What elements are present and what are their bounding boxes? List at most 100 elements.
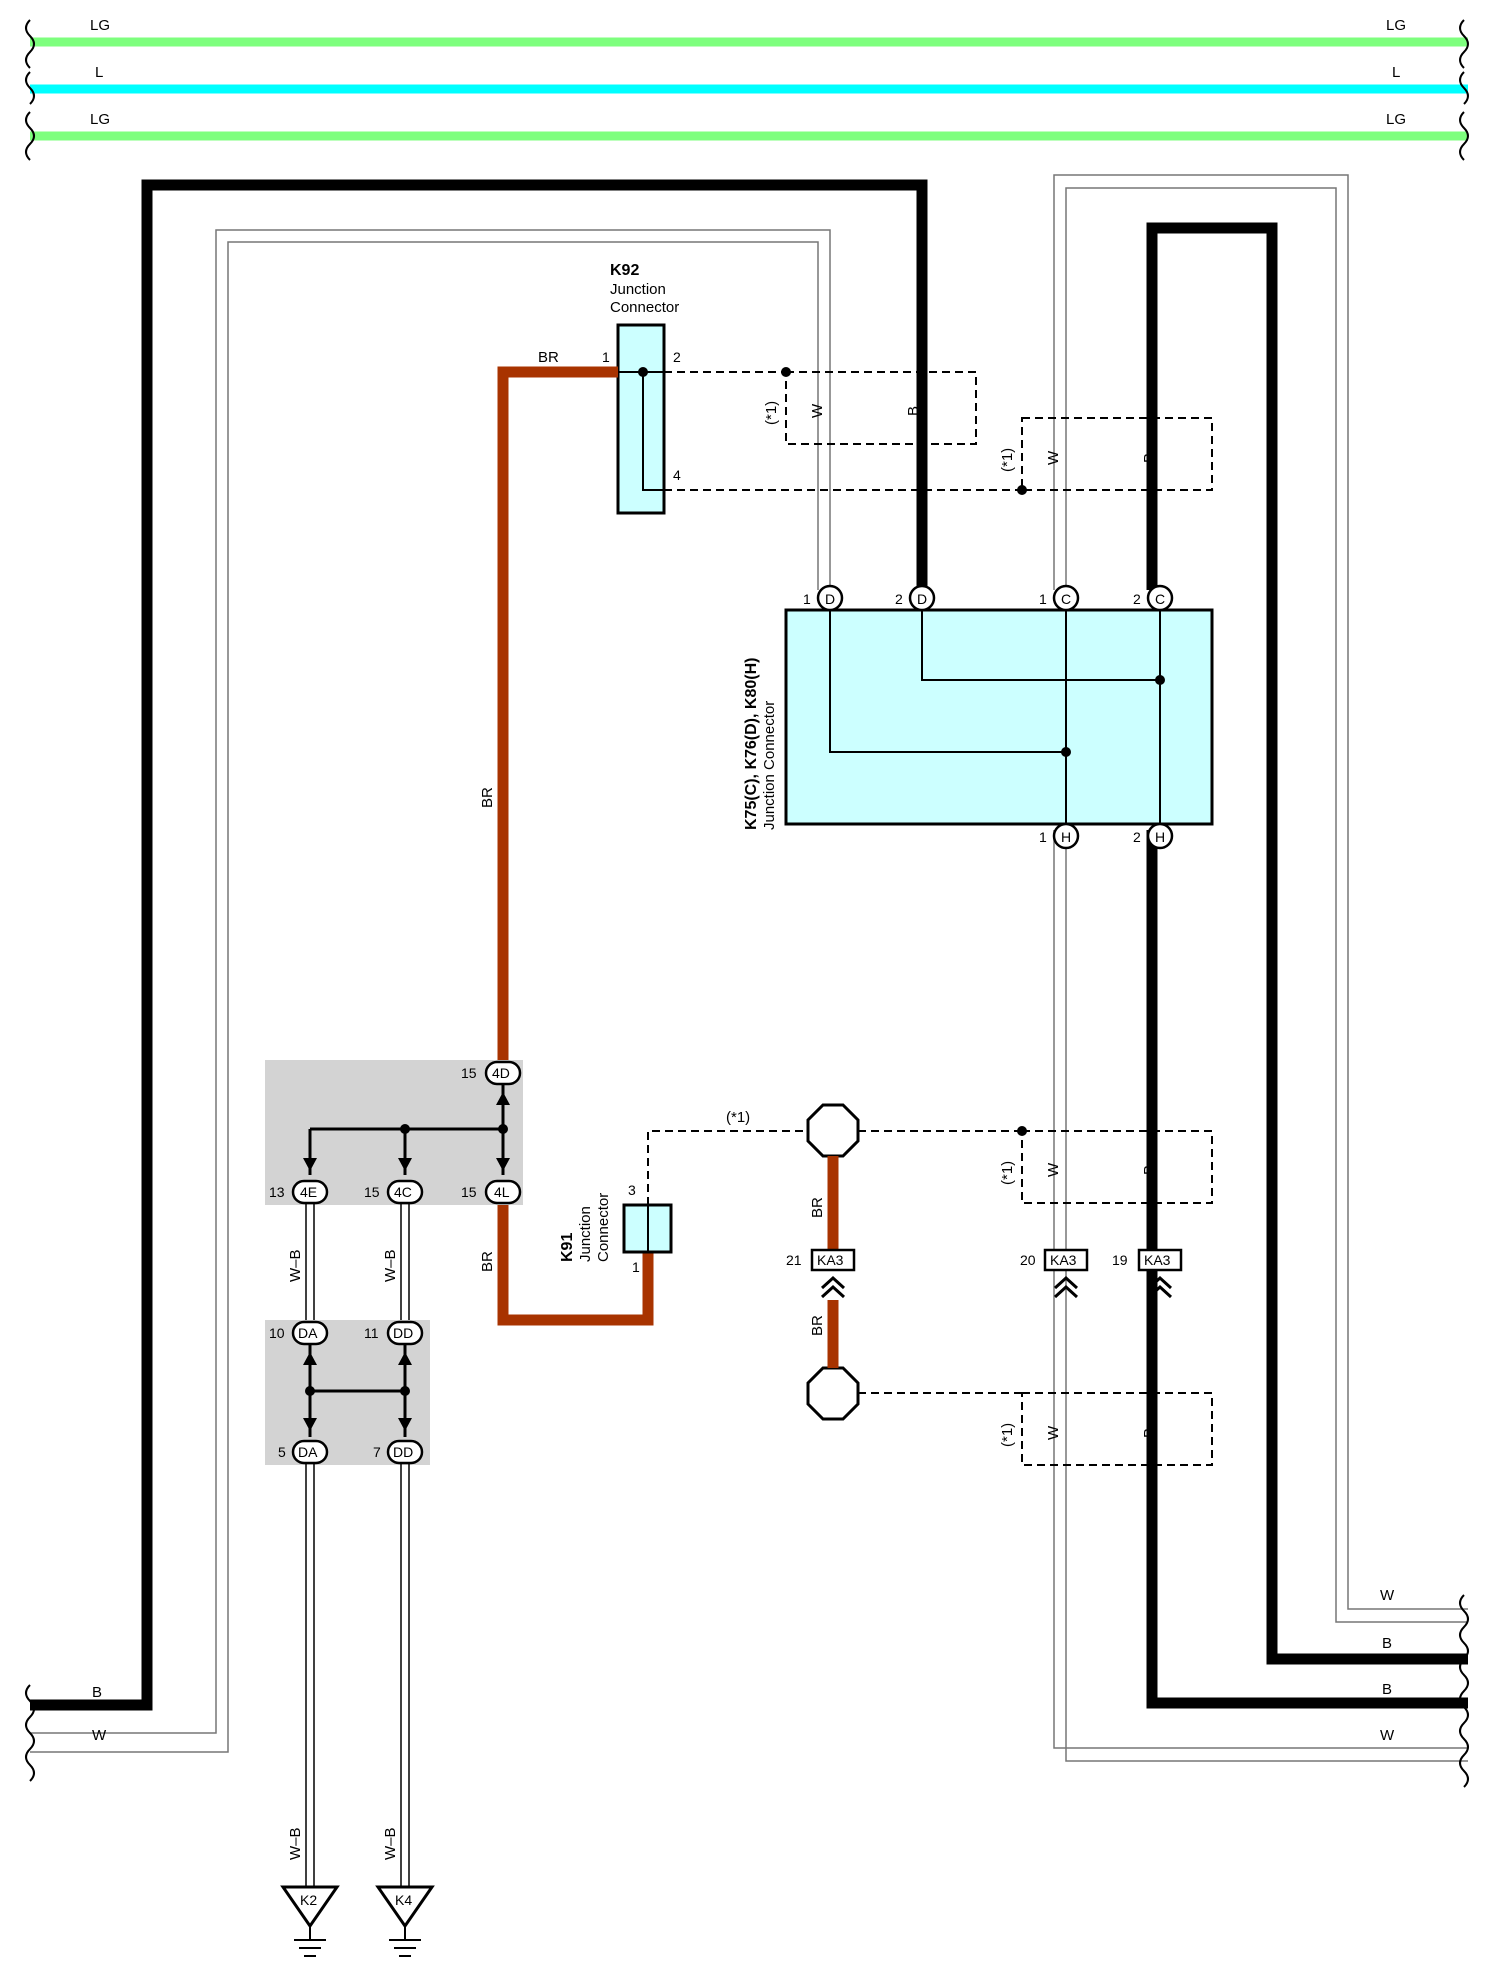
bus-label-right-1: LG — [1386, 17, 1406, 34]
svg-text:4L: 4L — [494, 1184, 510, 1200]
bus-label-right-3: LG — [1386, 111, 1406, 128]
k92-pin1: 1 — [602, 349, 610, 365]
k91-line1: Junction — [577, 1206, 594, 1262]
wb2-label: W–B — [382, 1249, 399, 1282]
k75-line1: Junction Connector — [761, 701, 778, 830]
wb3-label: W–B — [287, 1827, 304, 1860]
bus-label-left-1: LG — [90, 17, 110, 34]
top-bus-group: LG LG L L LG LG — [25, 17, 1469, 161]
shield-lower — [858, 1130, 1213, 1466]
wb1-label: W–B — [287, 1249, 304, 1282]
shield-3-note: (*1) — [999, 1161, 1016, 1185]
svg-text:5: 5 — [278, 1444, 286, 1460]
k75-pin-1D: D 1 — [803, 584, 844, 612]
left-b-wire — [30, 179, 928, 1711]
k75-body — [784, 608, 1214, 826]
shield-1-b: B — [905, 406, 922, 416]
right-b2-label: B — [1382, 1681, 1392, 1698]
svg-text:2: 2 — [1133, 829, 1141, 845]
k91-pin3: 3 — [628, 1182, 636, 1198]
shield-2-note: (*1) — [999, 448, 1016, 472]
svg-text:4D: 4D — [492, 1065, 510, 1081]
svg-text:C: C — [1061, 591, 1071, 607]
bus-label-left-3: LG — [90, 111, 110, 128]
wb-wires-upper — [305, 1203, 410, 1323]
shield-4-note: (*1) — [999, 1423, 1016, 1447]
right-w2-label: W — [1380, 1727, 1395, 1744]
svg-text:21: 21 — [786, 1252, 802, 1268]
wb-wires-lower — [305, 1463, 410, 1887]
left-b-label: B — [92, 1684, 102, 1701]
jb1-pin-4C: 4C 15 — [364, 1179, 424, 1205]
svg-text:H: H — [1155, 829, 1165, 845]
svg-text:2: 2 — [1133, 591, 1141, 607]
br-splice1-label: BR — [809, 1197, 826, 1218]
shield-3-b: B — [1141, 1165, 1158, 1175]
shield-k91-line — [647, 1130, 808, 1205]
ground-k2: K2 — [280, 1885, 340, 1957]
ka3-pin-20: KA3 20 — [1020, 1248, 1089, 1299]
svg-text:DA: DA — [298, 1444, 318, 1460]
k75-code: K75(C), K76(D), K80(H) — [743, 658, 760, 830]
k92-connector: K92 Junction Connector 1 2 4 — [602, 262, 681, 515]
k75-pin-2C: C 2 — [1133, 584, 1174, 612]
k91-code: K91 — [559, 1233, 576, 1262]
svg-text:15: 15 — [461, 1184, 477, 1200]
k75-connector: K75(C), K76(D), K80(H) Junction Connecto… — [743, 600, 1214, 830]
svg-text:15: 15 — [364, 1184, 380, 1200]
svg-text:10: 10 — [269, 1325, 285, 1341]
ka3-pin-19: KA3 19 — [1112, 1248, 1183, 1299]
jb2-pin-7DD: DD 7 — [373, 1439, 424, 1465]
jb1-pin-4E: 4E 13 — [269, 1179, 329, 1205]
bus-label-right-2: L — [1392, 64, 1400, 81]
br-k92-label: BR — [538, 349, 559, 366]
k92-code: K92 — [610, 262, 639, 279]
svg-text:DD: DD — [393, 1444, 413, 1460]
svg-text:D: D — [917, 591, 927, 607]
svg-text:C: C — [1155, 591, 1165, 607]
shield-node-2 — [1017, 485, 1027, 495]
k92-body — [616, 323, 666, 515]
svg-text:DD: DD — [393, 1325, 413, 1341]
svg-text:4C: 4C — [394, 1184, 412, 1200]
ka3-pin-21: KA3 21 — [786, 1248, 856, 1299]
break-marks-top — [25, 19, 1469, 161]
svg-text:20: 20 — [1020, 1252, 1036, 1268]
shield-3-w: W — [1045, 1162, 1062, 1177]
k92-pin2: 2 — [673, 349, 681, 365]
svg-text:H: H — [1061, 829, 1071, 845]
svg-text:4E: 4E — [300, 1184, 317, 1200]
svg-text:15: 15 — [461, 1065, 477, 1081]
svg-text:D: D — [825, 591, 835, 607]
svg-text:KA3: KA3 — [1144, 1252, 1171, 1268]
splice-bottom — [806, 1366, 860, 1421]
shield-node-1 — [781, 367, 791, 377]
svg-text:11: 11 — [364, 1325, 379, 1341]
jb2-pin-11DD: DD 11 — [364, 1320, 424, 1346]
svg-text:KA3: KA3 — [1050, 1252, 1077, 1268]
shield-2-b: B — [1141, 453, 1158, 463]
br-wire-main: BR BR — [479, 349, 618, 1060]
br-lower-label: BR — [479, 1251, 496, 1272]
shield-node-3 — [1017, 1126, 1027, 1136]
svg-text:2: 2 — [895, 591, 903, 607]
shield-4-w: W — [1045, 1425, 1062, 1440]
left-w-label: W — [92, 1727, 107, 1744]
k92-line1: Junction — [610, 281, 666, 298]
svg-text:1: 1 — [803, 591, 811, 607]
shield-1-w: W — [809, 403, 826, 418]
svg-text:K4: K4 — [395, 1892, 412, 1908]
br-splice2-label: BR — [809, 1315, 826, 1336]
svg-text:1: 1 — [1039, 591, 1047, 607]
svg-text:19: 19 — [1112, 1252, 1128, 1268]
k91-line2: Connector — [595, 1193, 612, 1262]
left-w-wire — [30, 229, 831, 1753]
jb2-pin-10DA: DA 10 — [269, 1320, 329, 1346]
break-marks-left — [25, 1684, 35, 1782]
svg-text:K2: K2 — [300, 1892, 317, 1908]
k75-pin-2H: H 2 — [1133, 822, 1174, 850]
k75-pin-1C: C 1 — [1039, 584, 1080, 612]
wb4-label: W–B — [382, 1827, 399, 1860]
k91-connector: K91 Junction Connector 3 1 — [559, 1182, 673, 1275]
k75-pin-1H: H 1 — [1039, 822, 1080, 850]
